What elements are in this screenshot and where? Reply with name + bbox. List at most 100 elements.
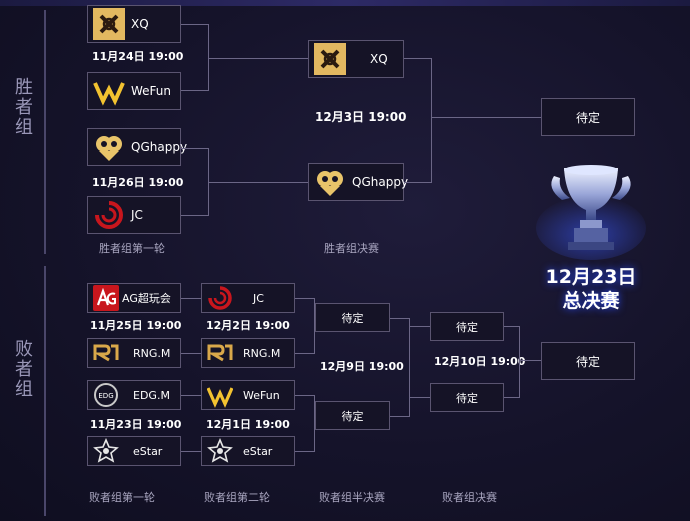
grand-final-date: 12月23日 <box>545 266 637 288</box>
connector <box>181 353 201 354</box>
round-label: 胜者组第一轮 <box>99 242 165 255</box>
match-time: 12月9日 19:00 <box>320 360 404 373</box>
losers-semi-slot[interactable]: 待定 <box>315 303 390 332</box>
estar-logo-icon <box>207 438 233 464</box>
wefun-logo-icon <box>93 75 125 107</box>
losers-final-slot[interactable]: 待定 <box>430 312 504 341</box>
xq-logo-icon <box>93 8 125 40</box>
rng-logo-icon <box>207 340 233 366</box>
team-name: RNG.M <box>133 346 171 360</box>
trophy-icon <box>536 158 646 260</box>
connector <box>404 58 432 59</box>
connector <box>314 395 315 452</box>
connector <box>181 451 201 452</box>
wefun-logo-icon <box>207 382 233 408</box>
team-box-ag[interactable]: AG超玩会 <box>87 283 181 313</box>
team-name: EDG.M <box>133 388 170 402</box>
qghappy-logo-icon <box>93 131 125 163</box>
match-time: 12月3日 19:00 <box>315 110 407 124</box>
connector <box>295 451 315 452</box>
grand-final-slot[interactable]: 待定 <box>541 342 635 380</box>
connector <box>181 24 209 25</box>
team-box-jc-l2[interactable]: JC <box>201 283 295 313</box>
team-name: XQ <box>131 17 149 31</box>
connector <box>314 298 315 354</box>
round-label: 败者组决赛 <box>442 491 497 504</box>
round-label: 败者组第一轮 <box>89 491 155 504</box>
team-box-rng-l2[interactable]: RNG.M <box>201 338 295 368</box>
team-name: WeFun <box>243 388 280 402</box>
team-box-rng-l1[interactable]: RNG.M <box>87 338 181 368</box>
match-time: 12月1日 19:00 <box>206 418 290 431</box>
team-name: XQ <box>370 52 388 66</box>
team-name: AG超玩会 <box>122 292 171 305</box>
connector <box>409 397 430 398</box>
team-box-qghappy[interactable]: QGhappy <box>87 128 187 166</box>
connector <box>431 58 432 183</box>
connector <box>404 182 432 183</box>
connector <box>504 326 520 327</box>
connector <box>181 90 209 91</box>
connector <box>409 326 430 327</box>
match-time: 11月26日 19:00 <box>92 176 184 189</box>
round-label: 败者组半决赛 <box>319 491 385 504</box>
losers-semi-slot[interactable]: 待定 <box>315 401 390 430</box>
match-time: 12月2日 19:00 <box>206 319 290 332</box>
connector <box>519 326 520 398</box>
team-name: RNG.M <box>243 346 281 360</box>
connector <box>295 395 315 396</box>
team-box-qghappy-wf[interactable]: QGhappy <box>308 163 408 201</box>
losers-group-label: 败者组 <box>15 339 33 400</box>
rng-logo-icon <box>93 340 119 366</box>
connector <box>208 58 308 59</box>
team-box-estar-l1[interactable]: eStar <box>87 436 181 466</box>
losers-group-bar <box>44 266 46 516</box>
team-name: JC <box>131 208 143 222</box>
ag-logo-icon <box>93 285 119 311</box>
connector <box>181 395 201 396</box>
grand-final-slot[interactable]: 待定 <box>541 98 635 136</box>
connector <box>390 318 410 319</box>
match-time: 11月24日 19:00 <box>92 50 184 63</box>
connector <box>181 298 201 299</box>
top-glow <box>0 0 690 6</box>
connector <box>181 148 209 149</box>
qghappy-logo-icon <box>314 166 346 198</box>
connector <box>390 416 410 417</box>
team-name: WeFun <box>131 84 172 98</box>
connector <box>519 360 541 361</box>
team-name: QGhappy <box>131 140 188 154</box>
connector <box>431 117 541 118</box>
winners-group-label: 胜者组 <box>15 77 33 138</box>
winners-group-bar <box>44 10 46 254</box>
svg-text:EDG: EDG <box>98 392 113 400</box>
team-box-wefun[interactable]: WeFun <box>87 72 181 110</box>
team-box-edg[interactable]: EDG EDG.M <box>87 380 181 410</box>
team-name: eStar <box>133 444 163 458</box>
connector <box>208 182 308 183</box>
jc-logo-icon <box>207 285 233 311</box>
team-name: eStar <box>243 444 273 458</box>
estar-logo-icon <box>93 438 119 464</box>
match-time: 11月23日 19:00 <box>90 418 182 431</box>
connector <box>181 215 209 216</box>
team-name: JC <box>253 291 264 305</box>
connector <box>295 298 315 299</box>
jc-logo-icon <box>93 199 125 231</box>
team-box-xq-wf[interactable]: XQ <box>308 40 404 78</box>
grand-final-title: 总决赛 <box>562 290 620 312</box>
xq-logo-icon <box>314 43 346 75</box>
connector <box>409 318 410 417</box>
team-box-wefun-l2[interactable]: WeFun <box>201 380 295 410</box>
round-label: 败者组第二轮 <box>204 491 270 504</box>
team-box-jc[interactable]: JC <box>87 196 181 234</box>
team-box-xq[interactable]: XQ <box>87 5 181 43</box>
match-time: 11月25日 19:00 <box>90 319 182 332</box>
team-name: QGhappy <box>352 175 409 189</box>
round-label: 胜者组决赛 <box>324 242 379 255</box>
edg-logo-icon: EDG <box>93 382 119 408</box>
losers-final-slot[interactable]: 待定 <box>430 383 504 412</box>
match-time: 12月10日 19:00 <box>434 355 526 368</box>
team-box-estar-l2[interactable]: eStar <box>201 436 295 466</box>
